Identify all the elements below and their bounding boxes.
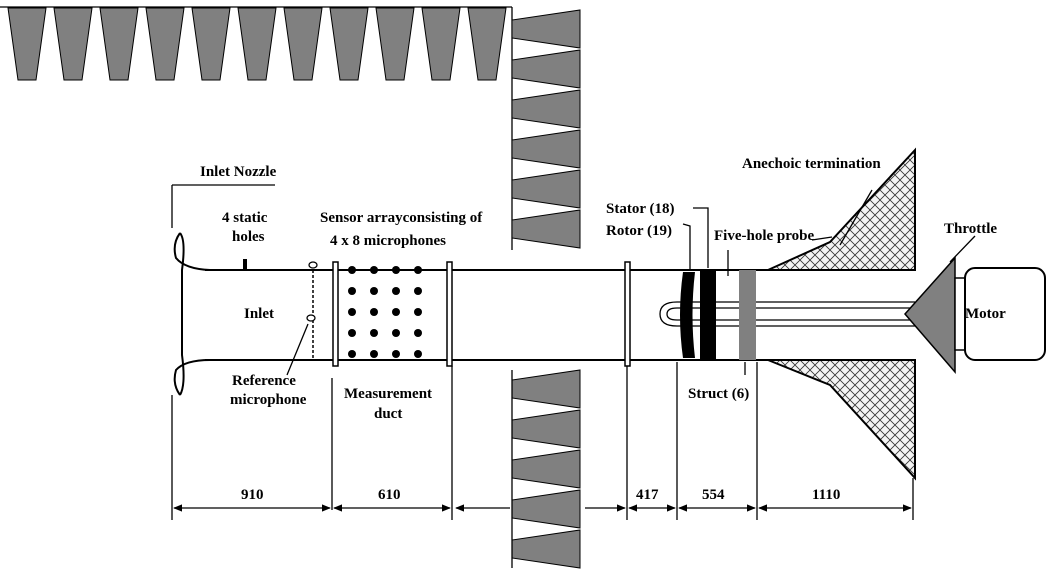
microphone-dot [348, 266, 356, 274]
ceiling-wedge [467, 7, 507, 81]
microphone-dot [370, 287, 378, 295]
label-inlet: Inlet [244, 306, 274, 322]
motor [954, 267, 1046, 361]
static-hole-marker [243, 259, 247, 270]
wall-wedge [511, 209, 581, 249]
chamber-ceiling-wedges [7, 7, 507, 81]
duct-flanges [332, 261, 631, 367]
microphone-dot [392, 266, 400, 274]
reference-microphone [306, 261, 318, 360]
wall-wedge [511, 89, 581, 129]
label-sensor-array-line2: 4 x 8 microphones [330, 233, 446, 249]
label-measurement-duct-line2: duct [374, 406, 402, 422]
microphone-dot [392, 350, 400, 358]
chamber-wall-upper-wedges [511, 9, 581, 249]
label-rotor: Rotor (19) [606, 223, 672, 239]
wall-wedge [511, 409, 581, 449]
microphone-dot [392, 287, 400, 295]
microphone-dot [370, 308, 378, 316]
throttle [904, 256, 956, 375]
center-body [659, 301, 915, 327]
wall-wedge [511, 529, 581, 569]
label-five-hole-probe: Five-hole probe [714, 228, 814, 244]
ceiling-wedge [421, 7, 461, 81]
label-motor: Motor [965, 306, 1006, 322]
dimension-910: 910 [241, 487, 264, 503]
microphone-dot [414, 287, 422, 295]
microphone-dot [414, 329, 422, 337]
label-anechoic-termination: Anechoic termination [742, 156, 881, 172]
ceiling-wedge [145, 7, 185, 81]
microphone-dot [414, 266, 422, 274]
microphone-dot [370, 329, 378, 337]
ceiling-wedge [329, 7, 369, 81]
label-reference-mic-line2: microphone [230, 392, 307, 408]
label-sensor-array-line1: Sensor arrayconsisting of [320, 210, 483, 226]
wall-wedge [511, 9, 581, 49]
ceiling-wedge [99, 7, 139, 81]
wall-wedge [511, 169, 581, 209]
dimension-417: 417 [636, 487, 659, 503]
label-inlet-nozzle: Inlet Nozzle [200, 164, 277, 180]
microphone-dot [348, 308, 356, 316]
ceiling-wedge [375, 7, 415, 81]
label-throttle: Throttle [944, 221, 997, 237]
stator-vane [700, 270, 716, 360]
rotor-blade [680, 272, 695, 358]
dimension-610: 610 [378, 487, 401, 503]
microphone-array [348, 266, 422, 358]
microphone-dot [414, 308, 422, 316]
ceiling-wedge [283, 7, 323, 81]
microphone-dot [392, 329, 400, 337]
chamber-wall-lower-wedges [511, 369, 581, 569]
anechoic-termination-lower [767, 359, 916, 481]
ceiling-wedge [53, 7, 93, 81]
label-struct: Struct (6) [688, 386, 749, 402]
anechoic-termination-upper [767, 147, 916, 271]
wall-wedge [511, 489, 581, 529]
microphone-dot [348, 329, 356, 337]
wall-wedge [511, 129, 581, 169]
leader-lines [171, 184, 976, 510]
wall-wedge [511, 369, 581, 409]
microphone-dot [370, 350, 378, 358]
wall-wedge [511, 449, 581, 489]
wall-wedge [511, 49, 581, 89]
center-body-inner [666, 307, 915, 321]
label-static-holes-line2: holes [232, 229, 265, 245]
microphone-dot [392, 308, 400, 316]
inlet-nozzle [173, 232, 211, 396]
ceiling-wedge [191, 7, 231, 81]
microphone-dot [348, 287, 356, 295]
struct [739, 270, 756, 360]
microphone-dot [348, 350, 356, 358]
ceiling-wedge [237, 7, 277, 81]
label-reference-mic-line1: Reference [232, 373, 296, 389]
label-stator: Stator (18) [606, 201, 674, 217]
label-static-holes-line1: 4 static [222, 210, 268, 226]
ceiling-wedge [7, 7, 47, 81]
microphone-dot [370, 266, 378, 274]
label-measurement-duct-line1: Measurement [344, 386, 432, 402]
microphone-dot [414, 350, 422, 358]
dimension-554: 554 [702, 487, 725, 503]
dimension-1110: 1110 [812, 487, 840, 503]
dimension-extension-lines [171, 362, 914, 520]
